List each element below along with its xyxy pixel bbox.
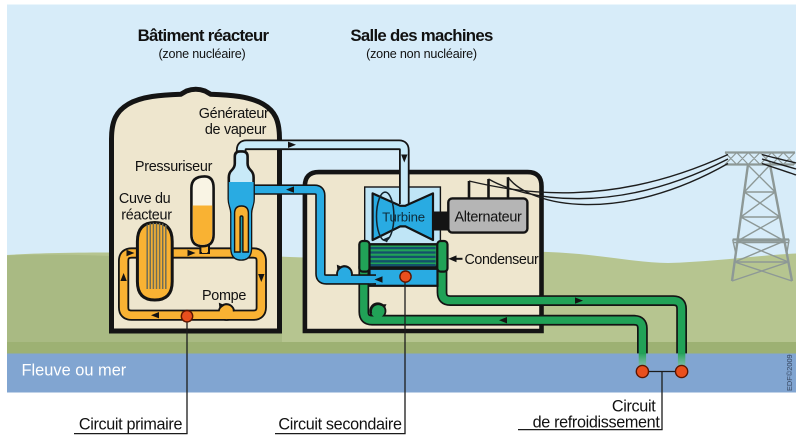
secondary-circuit-label: Circuit secondaire (278, 416, 402, 434)
turbine-shaft (432, 211, 449, 231)
condenser-pointer (448, 255, 463, 263)
labels-tspan: de refroidissement (533, 414, 661, 432)
cooling-circuit-pipes-rect (677, 353, 686, 369)
steam-generator (227, 150, 255, 261)
transmission-pylon-path (731, 164, 793, 282)
flow-arrows (120, 141, 583, 324)
river-water (7, 353, 796, 393)
alternator (447, 177, 529, 234)
cooling-circuit-pipes-rect (638, 353, 647, 369)
flow-arrows-polygon (499, 317, 507, 324)
power-lines-path (761, 153, 797, 164)
condenser-label: Condenseur (465, 252, 540, 268)
cooling-circuit-pipes-path (380, 304, 387, 309)
labels-tspan: Circuit (612, 398, 656, 416)
condensate-return-pipe-path (252, 186, 376, 284)
machine-hall-subtitle: (zone non nucléaire) (366, 47, 477, 61)
transmission-pylon-group (731, 164, 793, 282)
flow-arrows-polygon (258, 274, 265, 282)
alternator-label: Alternateur (454, 210, 522, 226)
steam-generator-label: Générateur de vapeur (199, 106, 273, 138)
flow-arrows-polygon (187, 249, 196, 257)
label-lines (74, 277, 682, 435)
labels-tspan: Cuve du (119, 191, 171, 207)
cooling-outlet-dot (674, 364, 689, 379)
condenser-pointer-polygon (448, 255, 457, 263)
flow-arrows-polygon (151, 312, 159, 319)
secondary-pump-dot (399, 270, 412, 283)
machine-hall-title: Salle des machines (350, 26, 493, 45)
credit-label: EDF©2009 (785, 354, 794, 391)
alternator-box (447, 197, 529, 234)
pylon-platform-struts (732, 239, 790, 254)
steam-generator-utube (233, 205, 250, 253)
flow-arrows-polygon (374, 276, 383, 283)
transmission-pylon (724, 151, 796, 282)
cooling-circuit-pipes-path (370, 303, 383, 314)
flow-arrows-polygon (575, 297, 583, 304)
turbine-label: Turbine (382, 210, 425, 225)
reactor-vessel-path (135, 220, 174, 302)
flow-arrows-polygon (288, 141, 296, 148)
pump-label: Pompe (202, 288, 246, 304)
primary-loop-circle (219, 305, 234, 320)
primary-loop-path (119, 249, 266, 319)
steam-pipe (235, 139, 410, 204)
cooling-circuit-label: Circuit de refroidissement (533, 398, 661, 432)
reactor-fuel-rods (146, 222, 167, 289)
cooling-circuit-pipes-circle (371, 304, 385, 318)
condenser-left-cap (358, 239, 371, 273)
water-label: Fleuve ou mer (22, 362, 127, 380)
circuit-dots (180, 270, 689, 379)
pressurizer (190, 175, 215, 254)
steam-pipe-path (237, 141, 408, 204)
condenser-right-cap (436, 239, 449, 273)
river-bank-band (7, 342, 796, 354)
reactor-building-title: Bâtiment réacteur (138, 26, 270, 45)
primary-pump-dot (180, 309, 194, 323)
condensate-return-pipe (252, 184, 376, 285)
pressurizer-label: Pressuriseur (135, 159, 213, 175)
condenser-tubes (370, 246, 436, 267)
flow-arrows-polygon (120, 273, 127, 281)
primary-circuit-label: Circuit primaire (79, 416, 183, 434)
flow-arrows-polygon (401, 154, 408, 163)
labels-tspan: Générateur (199, 106, 269, 122)
turbine-rotation-arrowhead (382, 236, 390, 243)
condensate-return-pipe-rect (369, 276, 374, 284)
cooling-intake-dot (635, 364, 650, 379)
primary-loop (118, 247, 267, 321)
power-lines-path (761, 162, 797, 176)
labels-tspan: de vapeur (205, 122, 267, 138)
primary-loop-path (218, 302, 225, 309)
power-lines-path (761, 158, 797, 170)
condensate-return-pipe-circle (337, 267, 352, 281)
reactor-vessel-label: Cuve du réacteur (119, 191, 174, 224)
power-lines (468, 153, 797, 206)
power-lines-path (507, 162, 729, 206)
flow-arrows-polygon (126, 249, 135, 257)
condensate-return-pipe-path (336, 264, 343, 271)
labels-tspan: réacteur (121, 208, 172, 224)
turbine (371, 191, 449, 243)
flow-arrows-polygon (286, 186, 294, 193)
power-lines-path (488, 158, 729, 200)
turbine-rotor (371, 192, 435, 242)
reactor-vessel (135, 220, 174, 302)
labels: Bâtiment réacteur (zone nucléaire) Salle… (22, 26, 795, 434)
power-lines-path (468, 153, 729, 194)
pressurizer-liquid (192, 205, 213, 245)
cooling-circuit-pipes-path (438, 266, 686, 354)
steam-generator-utube-gap (239, 216, 244, 252)
reactor-building-subtitle: (zone nucléaire) (158, 47, 245, 61)
